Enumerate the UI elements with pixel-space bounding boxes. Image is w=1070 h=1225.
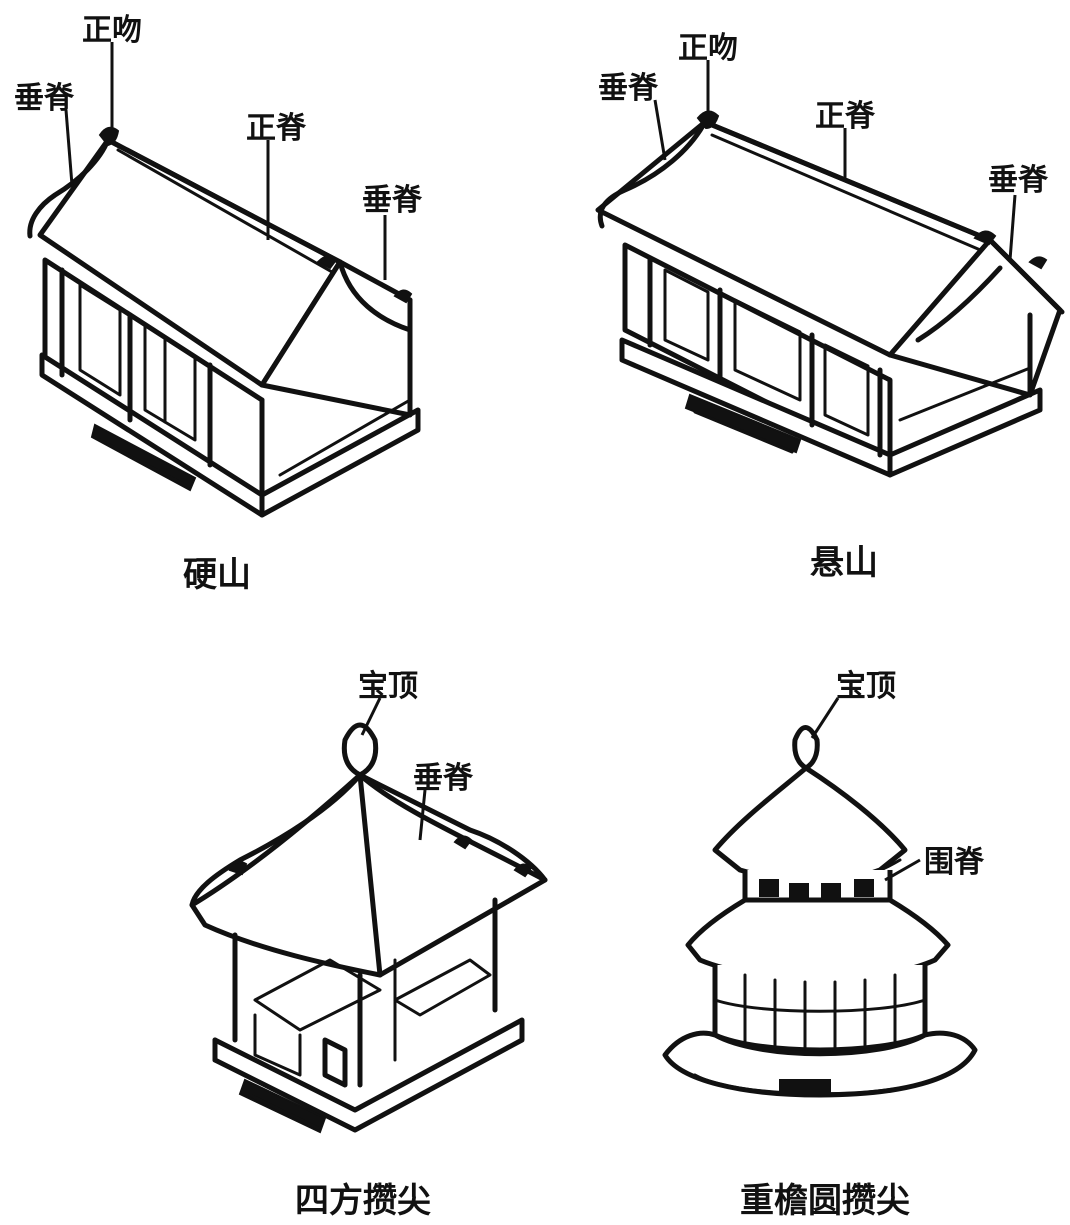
label-zhengwen: 正吻 bbox=[82, 13, 142, 48]
caption-hard-gable: 硬山 bbox=[183, 555, 251, 595]
caption-double-eave-round: 重檐圆攒尖 bbox=[740, 1181, 910, 1221]
label-baoding: 宝顶 bbox=[358, 669, 418, 704]
caption-overhanging-gable: 悬山 bbox=[810, 543, 878, 583]
label-zhengwen: 正吻 bbox=[678, 31, 738, 66]
hard-gable-building-drawing bbox=[27, 126, 421, 518]
diagram-hard-gable: 正吻 垂脊 正脊 垂脊 硬山 bbox=[14, 13, 423, 595]
label-chuiji-right: 垂脊 bbox=[362, 183, 423, 218]
caption-square-pyramidal: 四方攒尖 bbox=[295, 1181, 431, 1221]
overhanging-gable-building-drawing bbox=[595, 110, 1065, 478]
square-pyramidal-pavilion-drawing bbox=[189, 722, 548, 1134]
round-pavilion-drawing bbox=[662, 725, 978, 1098]
diagram-overhanging-gable: 正吻 垂脊 正脊 垂脊 悬山 bbox=[595, 31, 1065, 583]
label-chuiji-right: 垂脊 bbox=[988, 163, 1049, 198]
diagram-square-pyramidal: 宝顶 垂脊 四方攒尖 bbox=[189, 669, 548, 1221]
label-chuiji: 垂脊 bbox=[413, 761, 474, 796]
label-weiji: 围脊 bbox=[924, 845, 985, 880]
label-zhengji: 正脊 bbox=[815, 99, 876, 134]
label-chuiji-left: 垂脊 bbox=[14, 81, 75, 116]
label-baoding: 宝顶 bbox=[836, 669, 896, 704]
diagram-double-eave-round: 宝顶 围脊 重檐圆攒尖 bbox=[662, 669, 985, 1221]
label-zhengji: 正脊 bbox=[246, 111, 307, 146]
label-chuiji-left: 垂脊 bbox=[598, 71, 659, 106]
